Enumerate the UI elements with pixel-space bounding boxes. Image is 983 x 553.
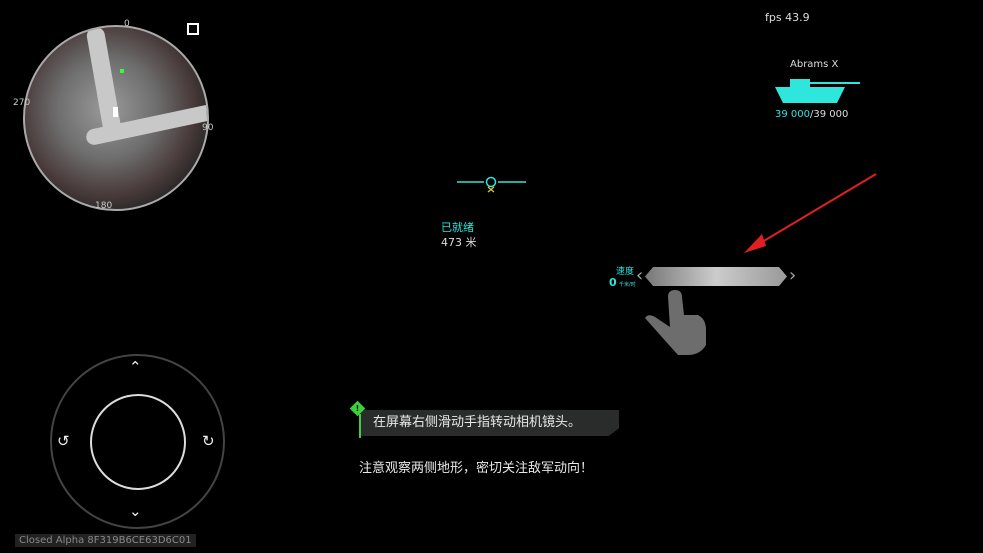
minimap-road <box>85 27 123 138</box>
compass-east: 90 <box>202 123 214 133</box>
throttle-slider[interactable] <box>645 267 787 286</box>
compass-west: 270 <box>13 98 31 108</box>
speed-value: 0 <box>609 276 617 289</box>
alert-icon: ! <box>349 400 366 417</box>
chevron-right-icon: › <box>789 265 797 286</box>
joystick-knob[interactable] <box>90 394 186 490</box>
tutorial-arrow-icon <box>744 173 877 253</box>
compass-south: 180 <box>95 201 113 211</box>
fps-counter: fps 43.9 <box>765 11 810 24</box>
crosshair-icon <box>457 176 526 193</box>
ally-marker-icon <box>120 69 124 73</box>
minimap[interactable] <box>23 25 209 211</box>
rotate-right-icon[interactable]: ↻ <box>202 432 215 450</box>
player-marker-icon <box>113 107 118 117</box>
chevron-left-icon: ‹ <box>636 265 644 286</box>
target-tank-name: Abrams X <box>790 59 839 70</box>
hp-max: /39 000 <box>810 109 849 120</box>
expand-map-icon[interactable] <box>187 23 199 35</box>
target-health: 39 000/39 000 <box>775 109 848 120</box>
speed-unit: 千米/时 <box>619 282 636 288</box>
compass-north: 0 <box>124 19 130 29</box>
tank-icon <box>775 79 860 103</box>
build-label: Closed Alpha 8F319B6CE63D6C01 <box>15 534 196 547</box>
reload-status: 已就绪 <box>441 221 474 234</box>
speed-label: 速度 <box>616 267 635 277</box>
rotate-left-icon[interactable]: ↺ <box>57 432 70 450</box>
tutorial-tip: 在屏幕右侧滑动手指转动相机镜头。 <box>361 410 619 436</box>
swipe-hand-icon <box>645 290 706 355</box>
movement-joystick[interactable] <box>50 354 225 529</box>
tutorial-hint: 注意观察两侧地形，密切关注敌军动向！ <box>359 461 594 476</box>
target-distance: 473 米 <box>441 236 477 249</box>
tip-accent-bar <box>359 414 361 438</box>
chevron-down-icon[interactable]: ⌄ <box>129 502 142 520</box>
chevron-up-icon[interactable]: ⌃ <box>129 358 142 376</box>
hp-current: 39 000 <box>775 109 810 120</box>
